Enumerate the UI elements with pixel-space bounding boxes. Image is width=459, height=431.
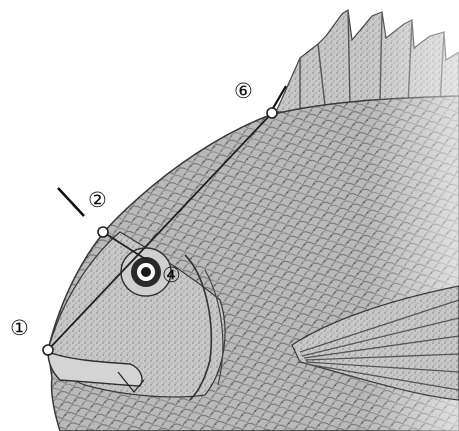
point-2 [98, 227, 108, 237]
marker-label-2: ② [88, 188, 107, 212]
marker-label-4: ④ [162, 263, 181, 287]
marker-label-6: ⑥ [234, 79, 253, 103]
marker-label-1: ① [10, 316, 29, 340]
point-1 [43, 345, 53, 355]
point-6 [267, 108, 277, 118]
